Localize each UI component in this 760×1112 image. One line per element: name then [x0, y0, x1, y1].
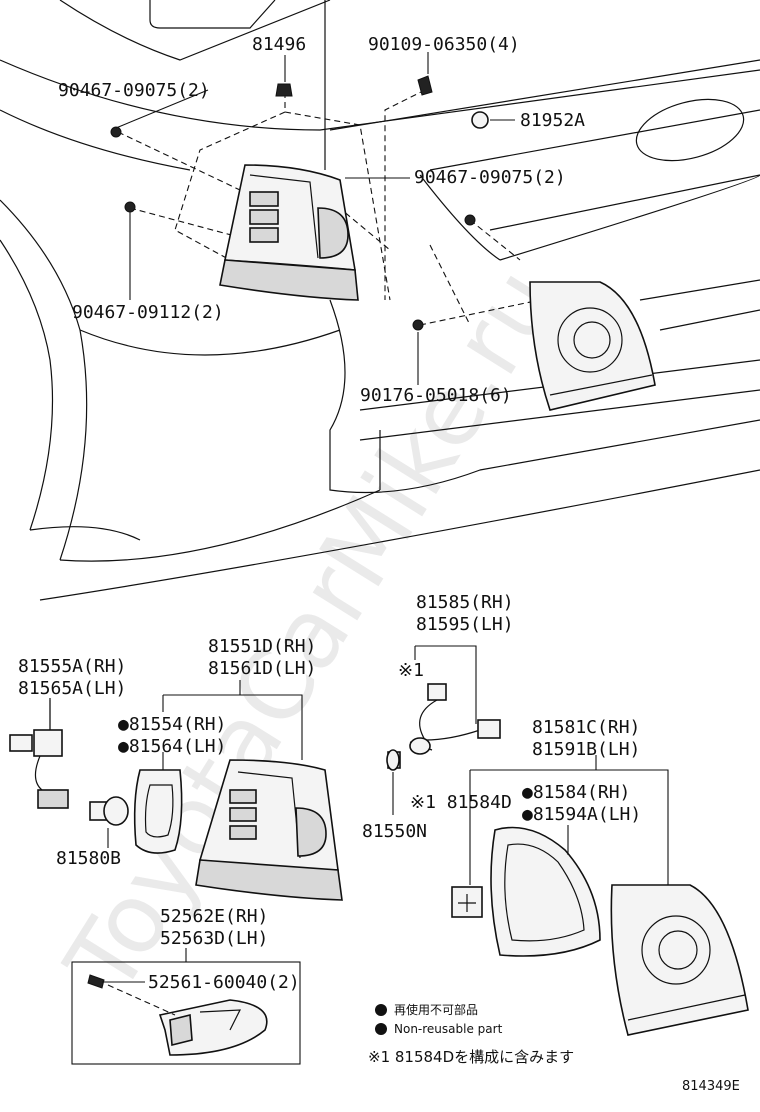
- fasteners-upper: [110, 75, 489, 331]
- label-81496: 81496: [252, 34, 306, 55]
- label-90109-06350: 90109-06350(4): [368, 34, 520, 55]
- label-90467-09075-b: 90467-09075(2): [414, 167, 566, 188]
- label-90467-09075-a: 90467-09075(2): [58, 80, 210, 101]
- label-81595: 81595(LH): [416, 614, 514, 635]
- rear-combination-lamp-81551d: [195, 759, 343, 901]
- label-81580b: 81580B: [56, 848, 121, 869]
- clip-81496-icon: [275, 83, 293, 97]
- gasket-81584: [490, 826, 601, 957]
- diagram-code: 814349E: [682, 1079, 740, 1094]
- label-81952a: 81952A: [520, 110, 585, 131]
- legend-line-2: Non-reusable part: [394, 1022, 503, 1036]
- legend-line-1: 再使用不可部品: [394, 1002, 478, 1017]
- gasket-81554: [133, 752, 183, 854]
- label-81584d: ※1 81584D: [410, 792, 512, 813]
- side-marker-lamp-52562e: [158, 999, 268, 1056]
- label-90176-05018: 90176-05018(6): [360, 385, 512, 406]
- legend-bullet-icon: [375, 1004, 387, 1016]
- legend-note: ※1 81584Dを構成に含みます: [368, 1048, 574, 1066]
- label-note-mark-1: ※1: [398, 660, 424, 681]
- legend: 再使用不可部品 Non-reusable part ※1 81584Dを構成に含…: [368, 1002, 574, 1066]
- label-52562e: 52562E(RH): [160, 906, 268, 927]
- bracket-81585: [414, 645, 477, 724]
- label-81584: ●81584(RH): [522, 782, 630, 803]
- socket-81555a: [9, 698, 69, 809]
- label-81594a: ●81594A(LH): [522, 804, 641, 825]
- label-81564: ●81564(LH): [118, 736, 226, 757]
- screw-52561: [87, 974, 145, 989]
- label-81591b: 81591B(LH): [532, 739, 640, 760]
- label-81561d: 81561D(LH): [208, 658, 316, 679]
- back-door-lamp-installed: [529, 281, 656, 411]
- label-81551d: 81551D(RH): [208, 636, 316, 657]
- back-door-lamp-81581c: [610, 884, 749, 1036]
- leaders-upper: [115, 52, 515, 385]
- nut-90176-icon: [412, 319, 424, 331]
- legend-bullet-icon-2: [375, 1023, 387, 1035]
- label-81550n: 81550N: [362, 821, 427, 842]
- label-81565a: 81565A(LH): [18, 678, 126, 699]
- label-81585: 81585(RH): [416, 592, 514, 613]
- label-81554: ●81554(RH): [118, 714, 226, 735]
- bulb-81580b: [89, 796, 129, 848]
- label-plate-81584d: [451, 886, 483, 918]
- label-90467-09112: 90467-09112(2): [72, 302, 224, 323]
- nut-90467-a-icon: [110, 126, 122, 138]
- bracket-81551d: [162, 680, 303, 760]
- rear-combination-lamp-installed: [219, 164, 359, 301]
- socket-81585: [409, 683, 501, 755]
- label-81555a: 81555A(RH): [18, 656, 126, 677]
- label-52563d: 52563D(LH): [160, 928, 268, 949]
- bracket-81581c: [469, 755, 669, 885]
- clip-90467-09112-icon: [124, 201, 136, 213]
- label-52561-60040: 52561-60040(2): [148, 972, 300, 993]
- bulb-81550n: [386, 749, 401, 815]
- cap-81952a-icon: [471, 111, 489, 129]
- screw-90109-icon: [417, 75, 433, 96]
- nut-90467-b-icon: [464, 214, 476, 226]
- label-81581c: 81581C(RH): [532, 717, 640, 738]
- guide-side-marker: [107, 984, 176, 1016]
